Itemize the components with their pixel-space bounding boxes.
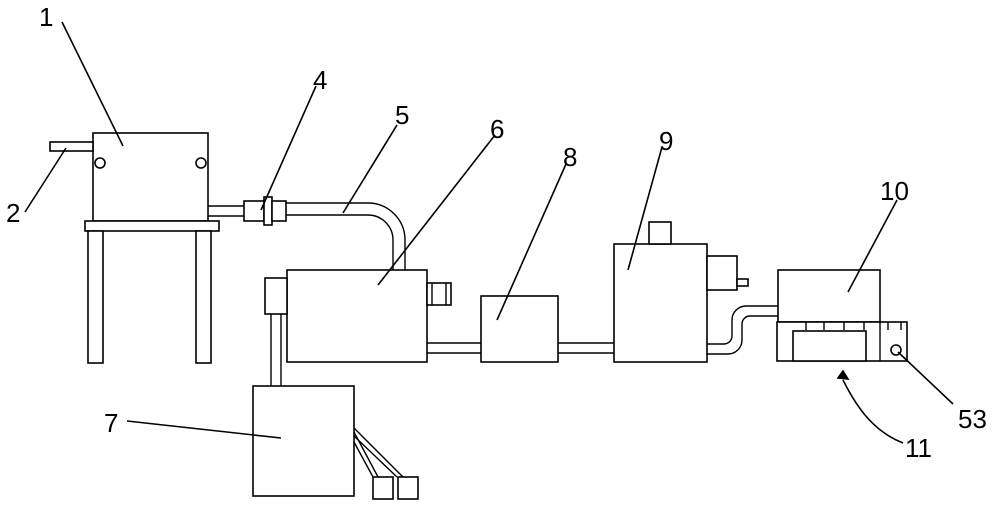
label-1: 1 <box>39 2 53 32</box>
main-vessel <box>264 269 452 363</box>
discharge-chutes <box>353 427 419 500</box>
unit-9 <box>613 221 749 363</box>
label-11: 11 <box>905 433 932 463</box>
label-7: 7 <box>104 408 118 438</box>
unit-10 <box>776 269 908 362</box>
downpipe <box>270 314 282 386</box>
pipe-9-10 <box>707 305 778 355</box>
unit-8 <box>480 295 559 363</box>
label-9: 9 <box>659 126 673 156</box>
pipe-8-9 <box>558 342 614 354</box>
label-10: 10 <box>880 176 909 206</box>
transfer-pipe <box>208 196 406 270</box>
pipe-6-8 <box>427 342 481 354</box>
label-53: 53 <box>958 404 987 434</box>
inlet-pipe <box>49 141 94 152</box>
label-8: 8 <box>563 142 577 172</box>
lower-tank <box>252 385 355 497</box>
leader-lines <box>24 21 954 444</box>
label-5: 5 <box>395 100 409 130</box>
label-6: 6 <box>490 114 504 144</box>
label-4: 4 <box>313 65 327 95</box>
feed-hopper <box>92 132 209 222</box>
hopper-stand <box>84 220 220 364</box>
label-2: 2 <box>6 198 20 228</box>
